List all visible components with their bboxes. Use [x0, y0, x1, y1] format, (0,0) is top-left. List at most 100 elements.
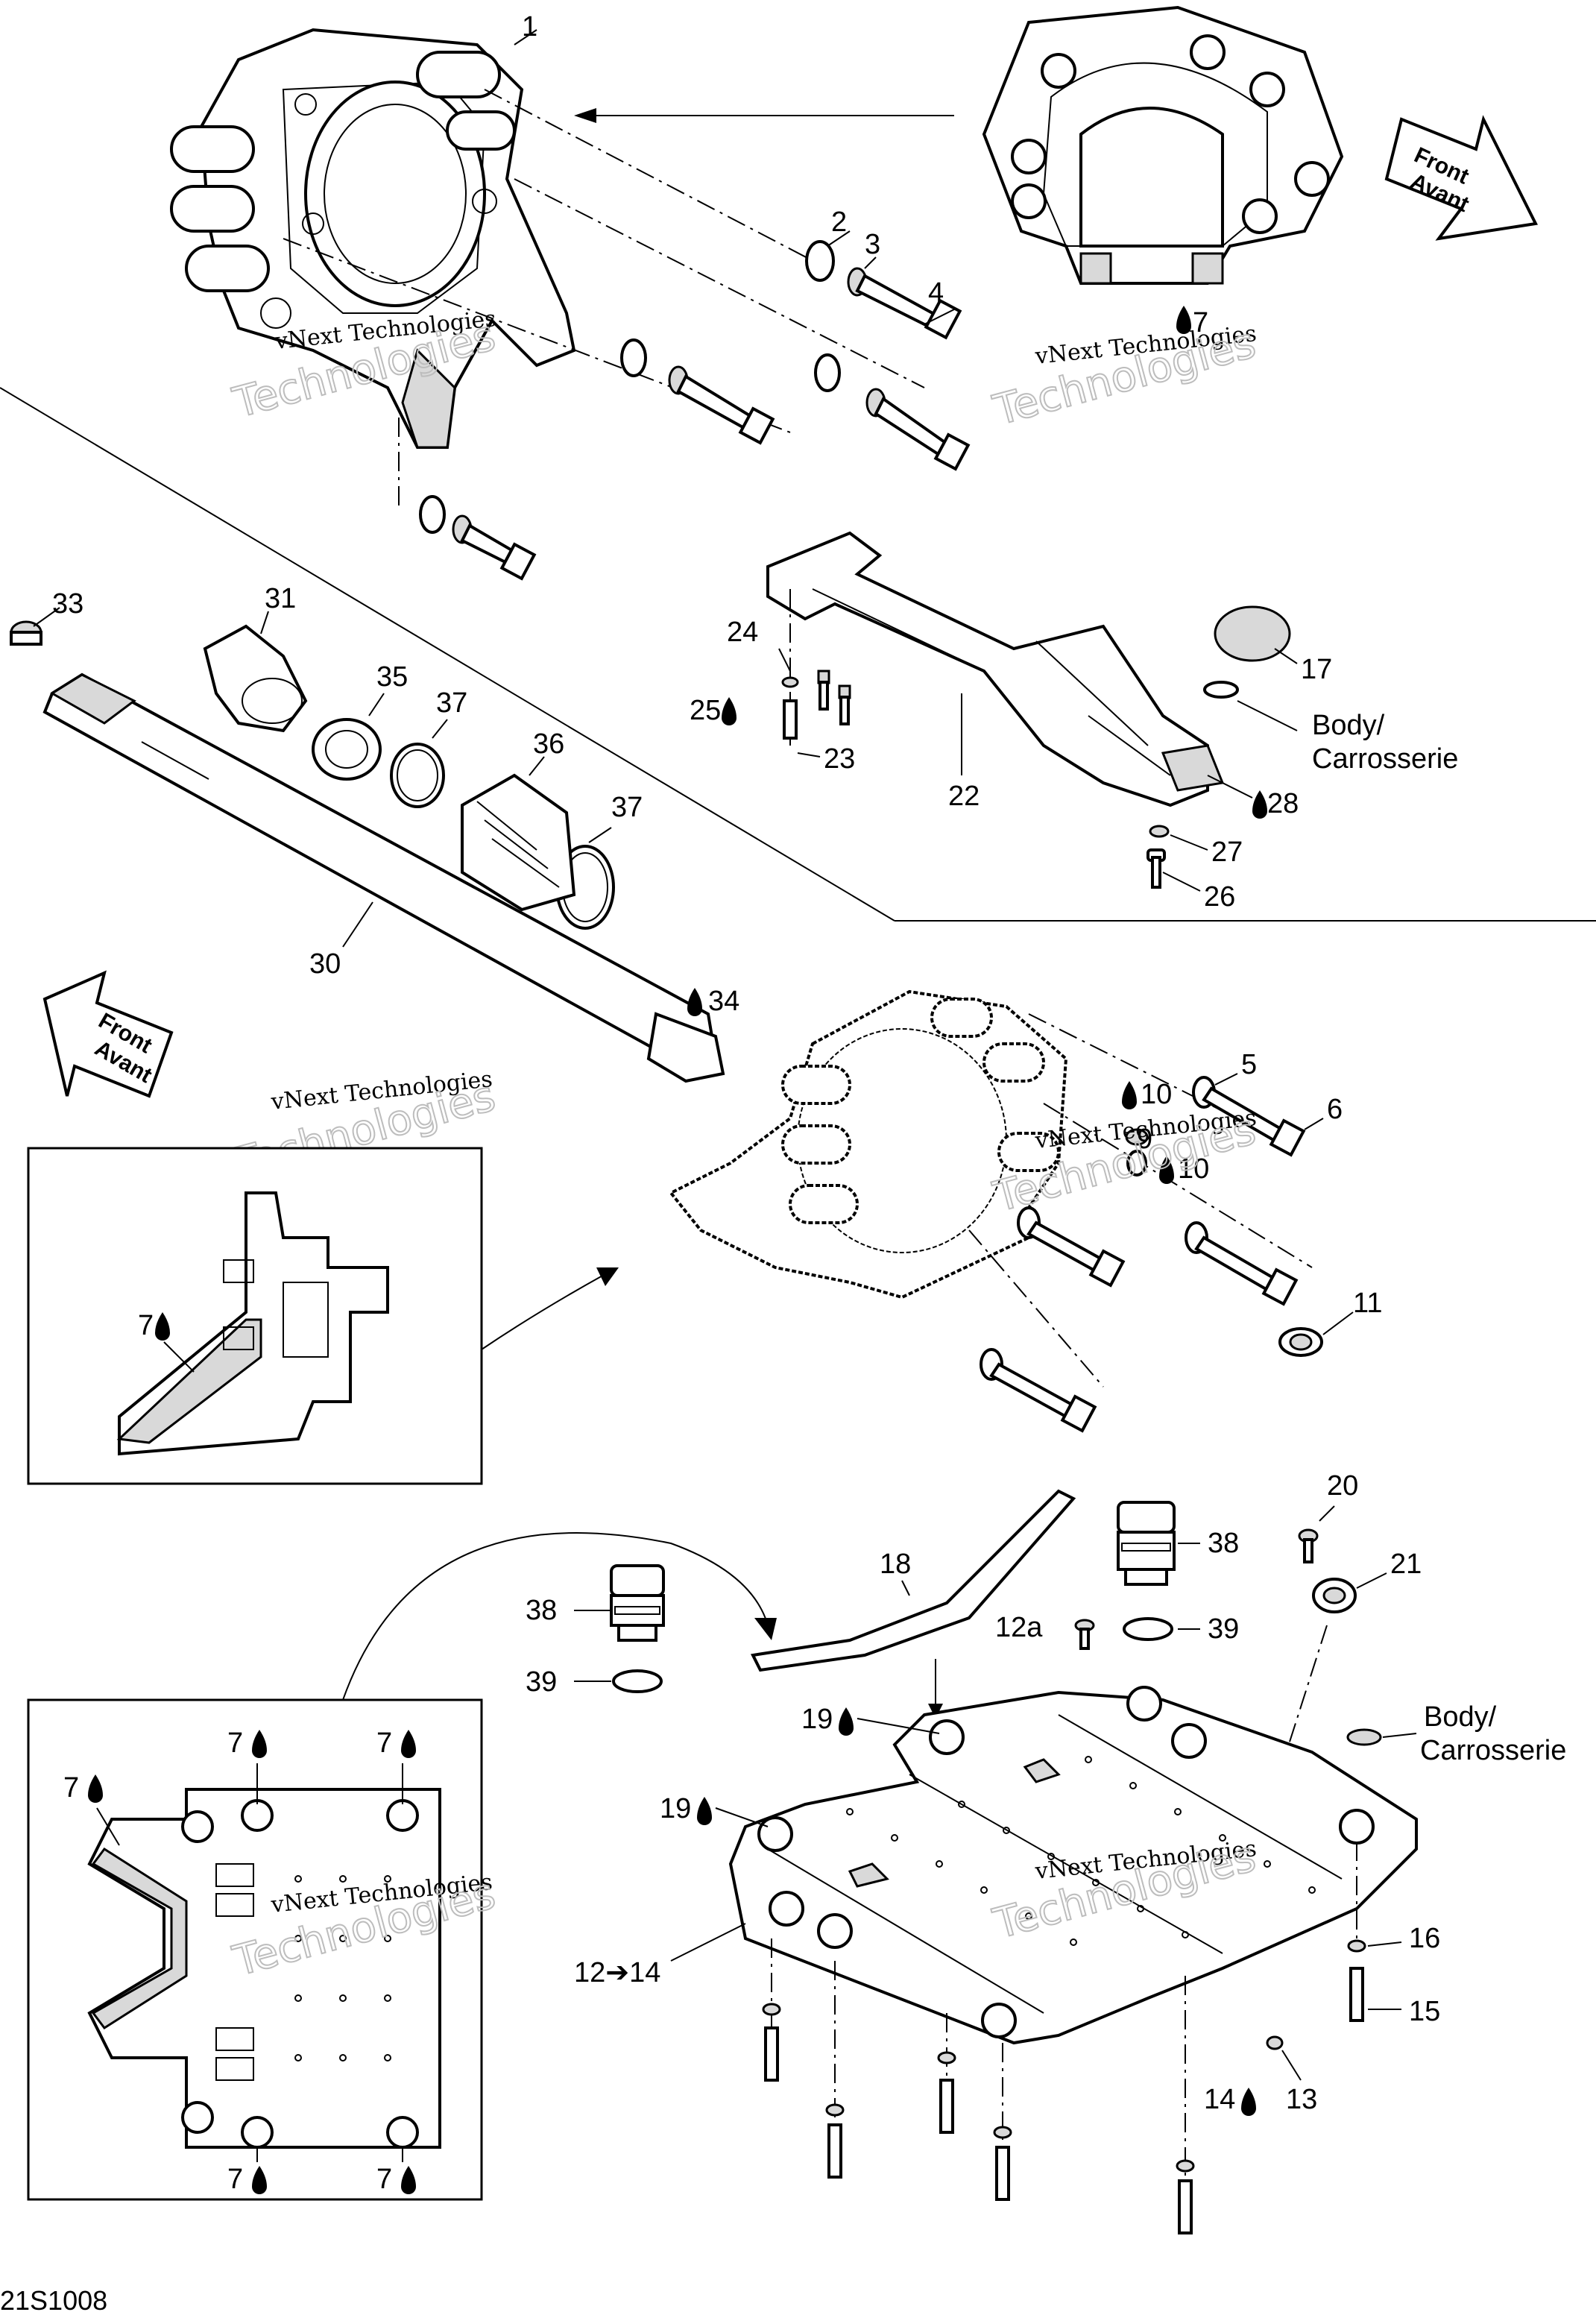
- callout-4: 4: [928, 277, 944, 309]
- callout-27: 27: [1211, 837, 1243, 868]
- adhesive-drop-icon: [697, 1797, 712, 1825]
- pump-housing-middle: [668, 989, 1068, 1300]
- callout-24: 24: [727, 617, 758, 648]
- fastener-26-27: [1146, 825, 1170, 889]
- part-22-support-arm: [766, 531, 1225, 807]
- body-mount-washer: [1346, 1728, 1382, 1746]
- callout-3: 3: [865, 229, 880, 260]
- callout-23: 23: [824, 743, 855, 775]
- adhesive-drop-icon: [1176, 306, 1191, 334]
- callout-19-a: 19: [801, 1704, 833, 1735]
- part-30-drive-shaft: [42, 673, 725, 1083]
- callout-21: 21: [1390, 1549, 1422, 1580]
- part-35-ring: [312, 718, 382, 781]
- callout-37-a: 37: [436, 687, 467, 719]
- callout-26: 26: [1204, 881, 1235, 913]
- adhesive-drop-icon: [722, 697, 737, 725]
- part-33-bushing: [10, 620, 42, 646]
- part-36-bellows: [461, 773, 576, 912]
- adhesive-drop-icon: [687, 988, 702, 1016]
- fastener-set-mid: [419, 338, 971, 581]
- callout-20: 20: [1327, 1470, 1358, 1502]
- callout-10-b: 10: [1178, 1153, 1209, 1185]
- callout-1: 1: [522, 11, 537, 42]
- callout-16: 16: [1409, 1923, 1440, 1954]
- callout-7-inset1: 7: [138, 1310, 154, 1341]
- pump-housing-top: [982, 5, 1344, 285]
- callout-7-inset2-d: 7: [227, 2164, 243, 2195]
- callout-35: 35: [376, 661, 408, 693]
- callout-39-a: 39: [526, 1666, 557, 1698]
- inset-1-support-detail: [116, 1191, 389, 1456]
- adhesive-drop-icon: [88, 1774, 103, 1803]
- callout-7-inset2-b: 7: [376, 1727, 392, 1759]
- callout-7-inset2-e: 7: [376, 2164, 392, 2195]
- callout-9: 9: [1137, 1124, 1152, 1155]
- carrosserie-label-1: Carrosserie: [1312, 743, 1458, 775]
- callout-6: 6: [1327, 1094, 1343, 1125]
- ride-plate-screws: [762, 1842, 1366, 2234]
- part-39-oring-b: [1123, 1617, 1173, 1641]
- adhesive-drop-icon: [252, 1730, 267, 1758]
- body-label-2: Body/: [1424, 1701, 1497, 1733]
- part-20-21: [1298, 1528, 1357, 1613]
- adhesive-drop-icon: [1252, 790, 1267, 819]
- adhesive-drop-icon: [252, 2166, 267, 2194]
- part-12a-screw: [1074, 1619, 1095, 1650]
- part-39-oring-a: [612, 1669, 663, 1693]
- section-divider-line: [0, 387, 895, 922]
- callout-7-inset2-a: 7: [227, 1727, 243, 1759]
- callout-19-b: 19: [660, 1793, 691, 1824]
- part-1-pump-support: [170, 28, 576, 449]
- callout-10-a: 10: [1141, 1079, 1172, 1110]
- callout-31: 31: [265, 583, 296, 614]
- part-38-fitting-a: [610, 1564, 665, 1642]
- callout-13: 13: [1286, 2084, 1317, 2115]
- fastener-23-24: [781, 589, 851, 746]
- callout-22: 22: [948, 781, 980, 812]
- carrosserie-label-2: Carrosserie: [1420, 1735, 1566, 1766]
- leader-1: [514, 29, 537, 45]
- callout-14: 14: [1204, 2084, 1235, 2115]
- ride-plate: [728, 1686, 1418, 2045]
- adhesive-drop-icon: [1159, 1156, 1174, 1184]
- callout-38-a: 38: [526, 1595, 557, 1626]
- adhesive-drop-icon: [401, 1730, 416, 1758]
- callout-12-14: 12➔14: [574, 1957, 660, 1988]
- figure-code: 21S1008: [0, 2285, 107, 2315]
- part-18-strip: [750, 1489, 1076, 1672]
- adhesive-drop-icon: [839, 1707, 854, 1736]
- callout-34: 34: [708, 986, 739, 1017]
- part-31-seal: [203, 624, 308, 733]
- callout-11: 11: [1353, 1288, 1382, 1319]
- callout-38-b: 38: [1208, 1528, 1239, 1559]
- body-label-1: Body/: [1312, 710, 1385, 741]
- adhesive-drop-icon: [155, 1312, 170, 1341]
- part-17-cap: [1203, 605, 1291, 699]
- adhesive-drop-icon: [1241, 2088, 1256, 2116]
- part-38-fitting-b: [1117, 1501, 1176, 1586]
- adhesive-drop-icon: [1122, 1081, 1137, 1109]
- front-arrow-icon-left: Front Avant: [42, 970, 174, 1098]
- callout-7-inset2-c: 7: [63, 1772, 79, 1804]
- part-11-drain-plug: [1278, 1327, 1323, 1357]
- inset-2-ride-plate-detail: [87, 1788, 441, 2149]
- callout-30: 30: [309, 948, 341, 980]
- callout-15: 15: [1409, 1996, 1440, 2027]
- callout-28: 28: [1267, 788, 1299, 819]
- callout-5: 5: [1241, 1049, 1257, 1080]
- adhesive-drop-icon: [401, 2166, 416, 2194]
- callout-33: 33: [52, 588, 83, 620]
- callout-18: 18: [880, 1549, 911, 1580]
- callout-37-b: 37: [611, 792, 643, 823]
- fastener-set-2-3-4: [805, 240, 962, 340]
- callout-39-b: 39: [1208, 1613, 1239, 1645]
- callout-12a: 12a: [995, 1612, 1043, 1643]
- part-37-clamp-a: [390, 743, 445, 808]
- callout-25: 25: [690, 695, 721, 726]
- callout-36: 36: [533, 728, 564, 760]
- callout-7-top: 7: [1193, 307, 1208, 338]
- fastener-set-5-6-9: [980, 1076, 1306, 1433]
- callout-17: 17: [1301, 654, 1332, 685]
